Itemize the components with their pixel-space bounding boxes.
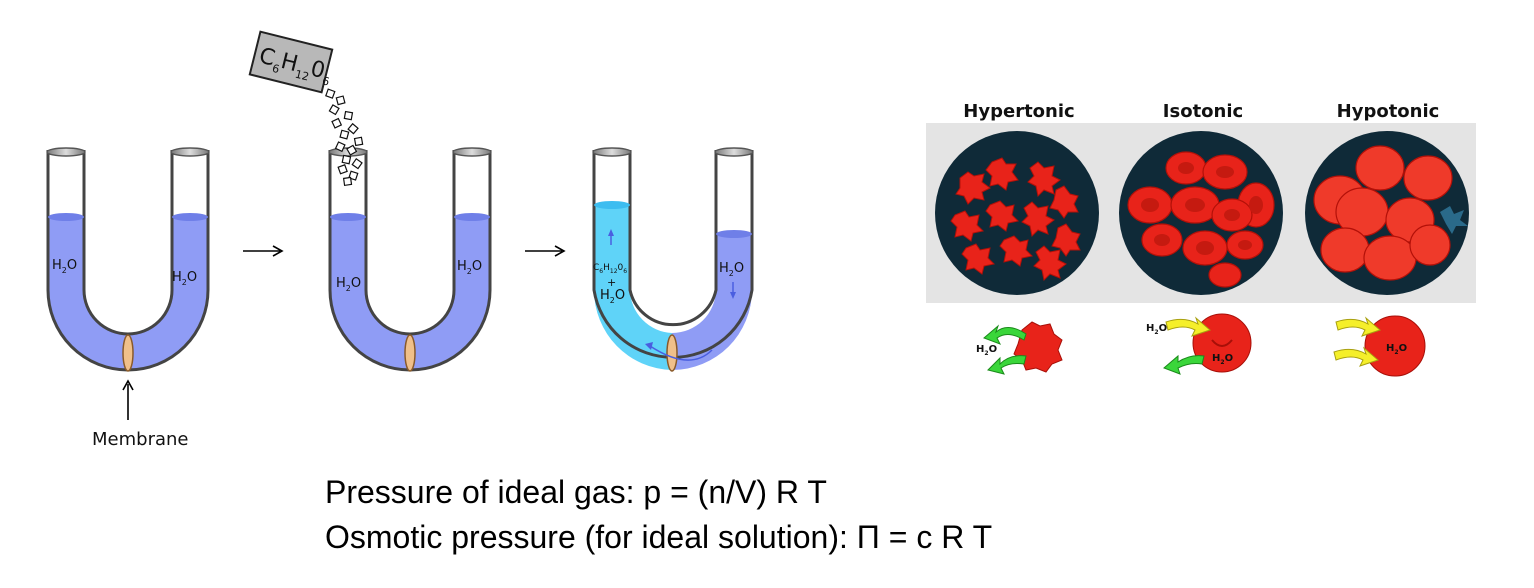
svg-text:H2O: H2O [976, 344, 997, 357]
membrane [404, 334, 416, 372]
dish-hypotonic [1305, 131, 1469, 295]
title-hypotonic: Hypotonic [1337, 101, 1440, 122]
cell-panel: Hypertonic Isotonic Hypotonic [926, 101, 1476, 377]
h2o-label-right: H2O [457, 259, 482, 276]
solution-label: C6H1206 [593, 263, 627, 275]
membrane [666, 334, 678, 372]
osmotic-pressure-equation: Osmotic pressure (for ideal solution): Π… [325, 519, 992, 555]
h2o-label-left: H2O [600, 288, 625, 305]
h2o-label-left: H2O [336, 276, 361, 293]
arrow-green-out-top [983, 324, 1027, 345]
svg-text:C6H1206: C6H1206 [256, 44, 334, 89]
ideal-gas-equation: Pressure of ideal gas: p = (n/V) R T [325, 474, 827, 510]
title-isotonic: Isotonic [1163, 101, 1243, 122]
u-tube-2: H2O H2O C6H1206 [248, 30, 492, 372]
arrow-yellow-in-bottom [1333, 346, 1379, 367]
title-hypertonic: Hypertonic [963, 101, 1074, 122]
arrow-yellow-in [1165, 316, 1211, 337]
membrane-label: Membrane [92, 429, 188, 450]
arrow-green-out [1163, 354, 1205, 375]
sugar-box: C6H1206 [248, 30, 334, 94]
plus-label: + [607, 276, 616, 289]
step-arrow-1 [243, 245, 284, 257]
dish-hypertonic [935, 131, 1099, 295]
h2o-label-right: H2O [172, 270, 197, 287]
svg-text:H2O: H2O [1386, 343, 1407, 356]
u-tube-1: H2O H2O Membrane [46, 147, 210, 450]
svg-text:H2O: H2O [1146, 323, 1167, 336]
arrow-yellow-in-top [1335, 316, 1381, 337]
dish-isotonic [1119, 131, 1283, 295]
step-arrow-2 [525, 245, 566, 257]
h2o-label-left: H2O [52, 258, 77, 275]
u-tube-3: C6H1206 + H2O H2O [592, 147, 754, 372]
h2o-label-right: H2O [719, 261, 744, 278]
small-cell-hypotonic: H2O [1333, 315, 1426, 377]
small-cell-hypertonic: H2O [976, 321, 1063, 375]
membrane [122, 334, 134, 372]
small-cell-isotonic: H2O H2O [1146, 313, 1252, 375]
svg-text:H2O: H2O [1212, 353, 1233, 366]
sugar-crystals [325, 88, 364, 187]
arrow-green-out-bottom [987, 355, 1027, 375]
